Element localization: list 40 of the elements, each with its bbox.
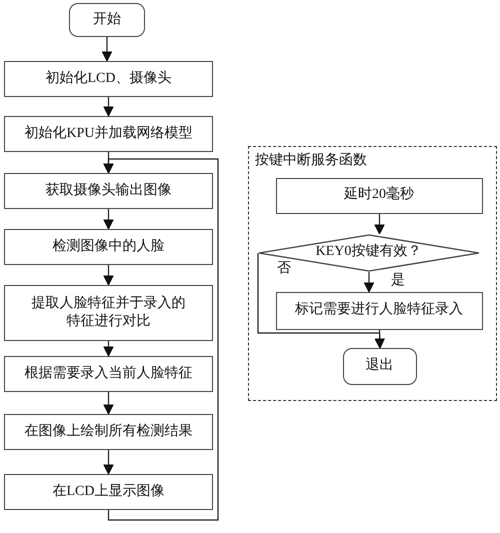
process-box: [276, 178, 482, 214]
process-box: [4, 116, 213, 152]
arrow: [364, 272, 374, 292]
node-label: 开始: [93, 10, 121, 29]
dashed-group-box: [248, 146, 497, 401]
arrow: [103, 450, 114, 474]
arrow: [102, 37, 112, 62]
arrow: [103, 209, 114, 230]
process-box: [4, 173, 213, 209]
terminal-box: [69, 3, 145, 37]
process-box: [4, 61, 213, 97]
process-box: [4, 229, 213, 265]
node-label: 延时20毫秒: [344, 186, 414, 204]
arrow: [103, 341, 114, 356]
node-label: 初始化LCD、摄像头: [46, 70, 172, 88]
arrow: [374, 214, 385, 234]
edge-label: 是: [390, 273, 406, 289]
node-label: 获取摄像头输出图像: [46, 182, 172, 200]
process-box: [4, 285, 213, 341]
node-label: KEY0按键有效？: [316, 243, 422, 262]
arrow: [103, 392, 114, 414]
node-label: 标记需要进行人脸特征录入: [295, 301, 463, 320]
arrow: [103, 97, 114, 116]
process-box: [4, 414, 213, 450]
node-label: 提取人脸特征并于录入的特征进行对比: [30, 294, 186, 331]
arrow: [103, 158, 219, 521]
terminal-box: [342, 348, 416, 384]
arrow: [374, 330, 385, 348]
node-label: 初始化KPU并加载网络模型: [24, 124, 192, 143]
node-label: 退出: [366, 356, 394, 375]
node-label: 在图像上绘制所有检测结果: [24, 422, 192, 441]
process-box: [4, 356, 213, 392]
group-title: 按键中断服务函数: [255, 152, 367, 170]
process-box: [276, 292, 482, 330]
arrow: [103, 265, 114, 286]
edge-label: 否: [276, 261, 292, 277]
node-label: 根据需要录入当前人脸特征: [24, 364, 192, 383]
node-label: 在LCD上显示图像: [52, 482, 164, 501]
node-label: 检测图像中的人脸: [52, 238, 164, 256]
process-box: [4, 474, 213, 510]
